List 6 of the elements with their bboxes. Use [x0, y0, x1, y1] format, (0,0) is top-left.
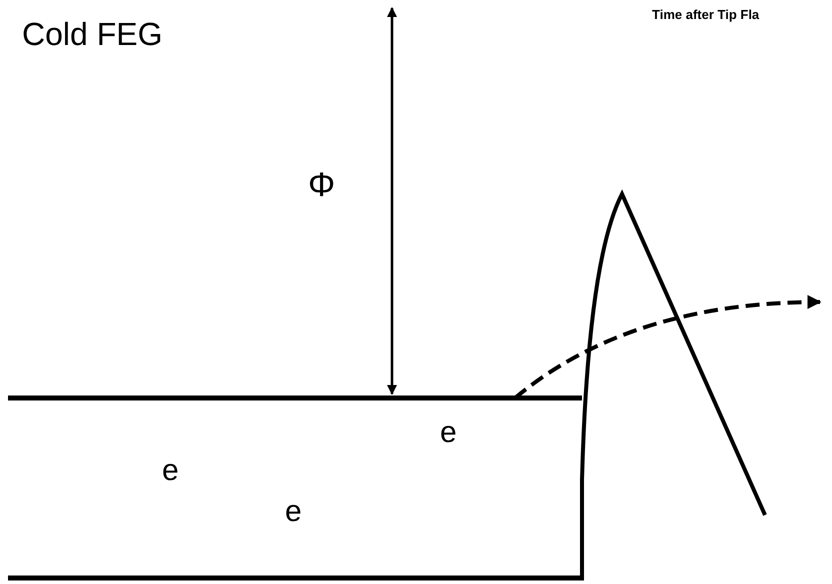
- work-function-symbol: Φ: [308, 168, 336, 202]
- diagram-title: Cold FEG: [22, 18, 162, 50]
- time-note: Time after Tip Fla: [652, 8, 760, 21]
- electron-label: e: [162, 456, 179, 486]
- electron-label: e: [440, 418, 457, 448]
- electron-label: e: [285, 497, 302, 527]
